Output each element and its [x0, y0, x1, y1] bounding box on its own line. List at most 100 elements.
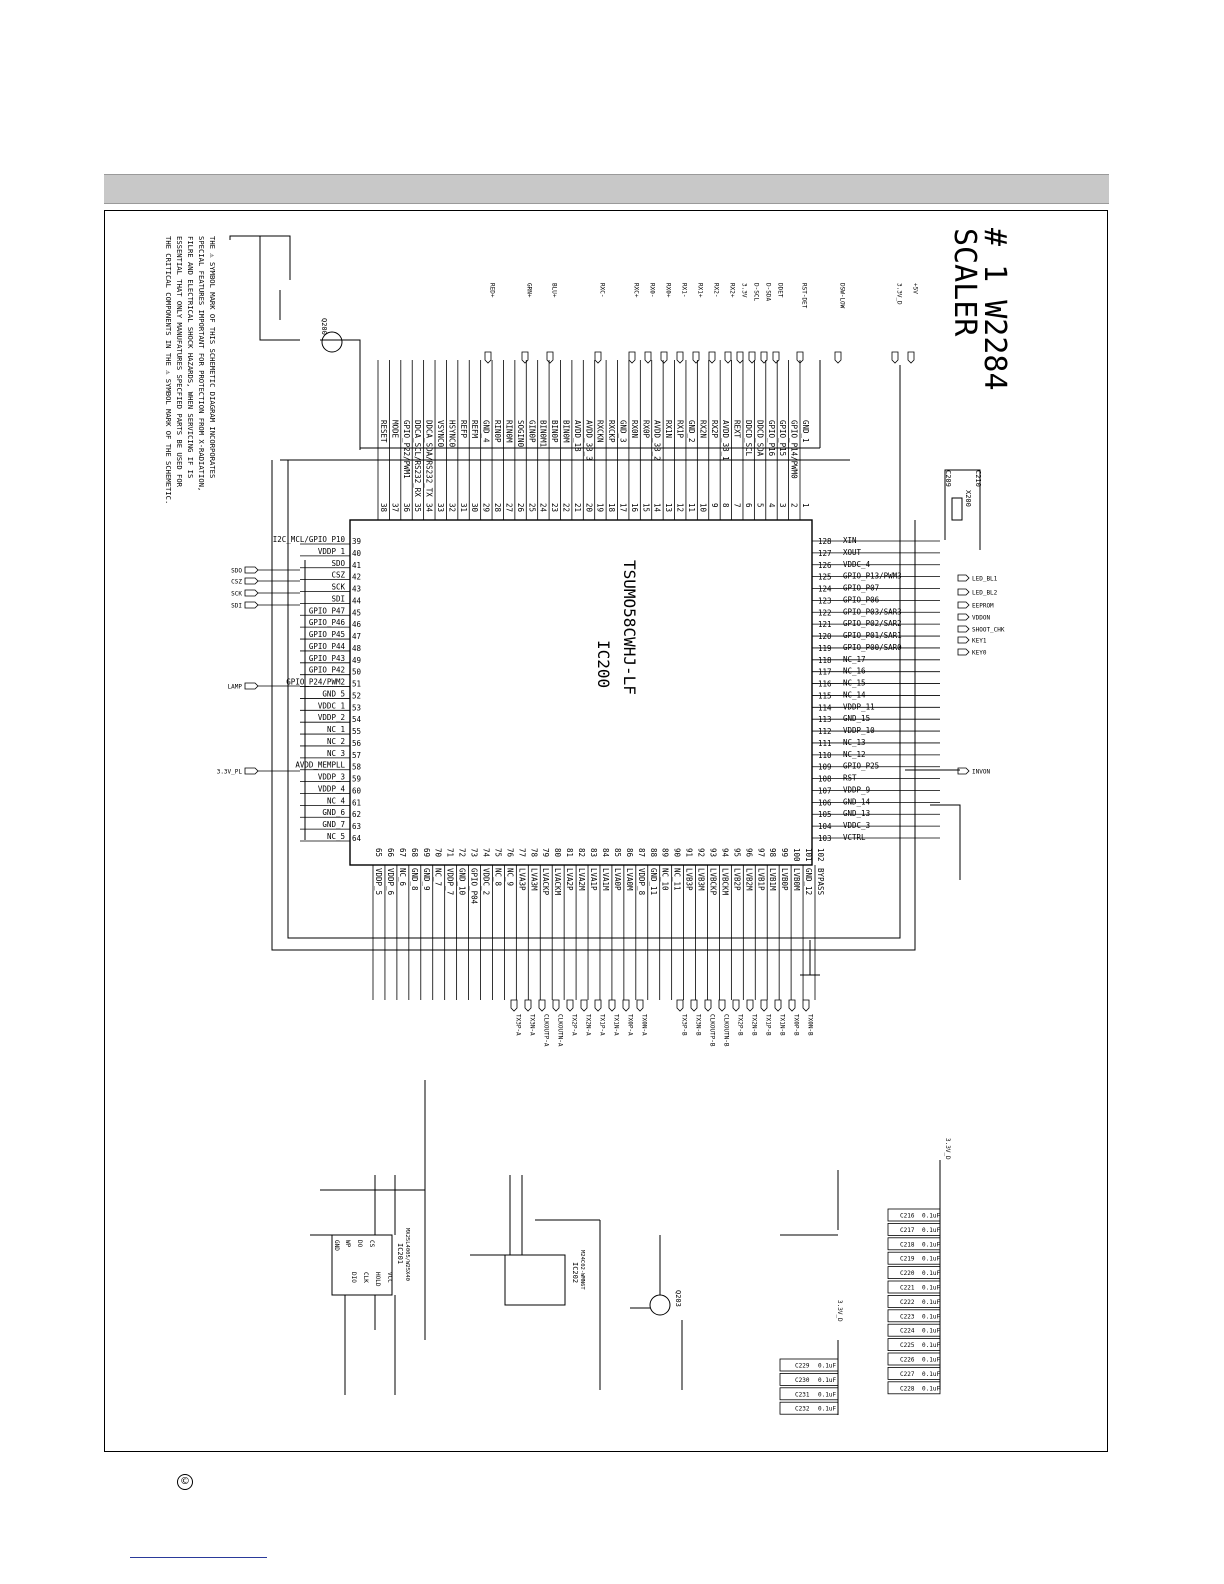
pin-number: 38: [379, 503, 388, 513]
signal-label-right: EEPROM: [972, 603, 994, 610]
pin-name: NC_5: [327, 832, 345, 841]
pin-number: 106: [818, 798, 832, 807]
signal-label-bottom: CLKOUTN-B: [723, 1014, 730, 1047]
pin-name: MODE: [390, 420, 399, 439]
flash-pin-label: WP: [344, 1240, 351, 1248]
signal-label-bottom: TX0P-A: [627, 1014, 634, 1036]
cap-value: 0.1uF: [922, 1213, 940, 1220]
ic200-pins-left: 39I2C_MCL/GPIO_P1040VDDP_141SDO42CSZ43SC…: [273, 535, 362, 843]
pin-number: 89: [661, 848, 670, 857]
pin-name: GPIO_P47: [309, 606, 345, 615]
pin-number: 60: [352, 786, 362, 795]
pin-number: 84: [601, 848, 610, 858]
pin-number: 115: [818, 691, 832, 700]
pin-number: 128: [818, 537, 832, 546]
pin-name: GND_5: [322, 689, 345, 698]
pin-name: AVDD_18: [573, 420, 582, 452]
pin-name: LVA3M: [529, 868, 538, 891]
pin-number: 40: [352, 549, 362, 558]
pin-number: 121: [818, 620, 832, 629]
pin-number: 54: [352, 715, 362, 724]
pin-number: 51: [352, 680, 361, 689]
pin-name: RX0N: [630, 420, 639, 438]
pin-number: 98: [768, 848, 777, 858]
rail-label-a: 3.3V_D: [944, 1138, 951, 1160]
pin-name: DDCA_SDA/RS232_TX: [425, 420, 434, 497]
signal-label-top: RED+: [489, 283, 496, 298]
pin-name: I2C_MCL/GPIO_P10: [273, 535, 346, 544]
safety-note-line: THE ⚠ SYMBOL MARK OF THIS SCHEMETIC DIAG…: [208, 236, 217, 478]
pin-name: VDDP_7: [446, 868, 455, 895]
pin-number: 18: [607, 503, 616, 513]
pin-name: REFP: [459, 420, 468, 439]
pin-number: 30: [470, 503, 479, 513]
pin-number: 22: [561, 503, 570, 512]
pin-number: 72: [458, 848, 467, 857]
schematic-subtitle: SCALER: [947, 228, 982, 337]
pin-name: NC_13: [843, 738, 866, 747]
cap-ref: C216: [900, 1213, 915, 1220]
pin-number: 46: [352, 620, 362, 629]
schematic-frame: [104, 210, 1108, 1452]
signal-label-left: SDI: [231, 603, 242, 610]
pin-name: LVB3P: [685, 868, 694, 891]
pin-number: 61: [352, 798, 361, 807]
signal-label-right: LED_BL2: [972, 590, 998, 597]
pin-number: 120: [818, 632, 832, 641]
pin-name: GPIO_P45: [309, 630, 345, 639]
pin-name: GPIO_P43: [309, 654, 345, 663]
pin-number: 59: [352, 775, 361, 784]
wiring: [229, 235, 981, 976]
pin-number: 50: [352, 668, 362, 677]
pin-number: 102: [816, 848, 825, 862]
signal-label-bottom: TX3N-B: [695, 1014, 702, 1036]
cap-value: 0.1uF: [922, 1299, 940, 1306]
pin-name: NC_16: [843, 667, 866, 676]
signal-label-top: DDET: [777, 283, 784, 298]
cap-ref: C232: [795, 1406, 810, 1413]
pin-number: 66: [386, 848, 395, 858]
pin-name: VDDP_8: [637, 868, 646, 896]
cap-ref: C229: [795, 1363, 810, 1370]
signal-label-top: RX1+: [697, 283, 704, 298]
pin-name: LVA0M: [625, 868, 634, 891]
pin-name: LVA2P: [565, 868, 574, 891]
signal-label-top: 3.3V: [741, 283, 748, 298]
svg-text:IC201: IC201: [396, 1243, 404, 1264]
transistor-q203: Q203: [630, 1235, 683, 1390]
pin-name: LVA1M: [601, 868, 610, 891]
pin-name: VDDP_11: [843, 702, 875, 711]
pin-name: VDDP_4: [318, 784, 346, 793]
signal-label-bottom: TX1P-B: [765, 1014, 772, 1036]
transistor-q200: Q200: [320, 318, 343, 353]
pin-number: 13: [664, 503, 673, 512]
pin-name: GPIO_P16: [767, 420, 776, 457]
signal-label-right: LED_BL1: [972, 576, 998, 583]
pin-number: 4: [767, 503, 776, 508]
pin-number: 101: [804, 848, 813, 862]
cap-value: 0.1uF: [922, 1270, 940, 1277]
signal-label-bottom: TX0N-A: [641, 1014, 648, 1036]
pin-name: GPIO_P06: [843, 595, 880, 604]
pin-number: 43: [352, 585, 361, 594]
pin-number: 15: [641, 503, 650, 512]
signal-label-right: INVON: [972, 769, 990, 776]
pin-name: GPIO_P14/PWM0: [790, 420, 799, 479]
pin-number: 108: [818, 775, 832, 784]
pin-name: HSYNC0: [447, 420, 456, 448]
pin-number: 27: [504, 503, 513, 512]
cap-value: 0.1uF: [818, 1363, 836, 1370]
pin-number: 93: [708, 848, 717, 857]
svg-text:IC202: IC202: [571, 1262, 579, 1283]
pin-name: GND_4: [482, 420, 491, 443]
signal-label-top: RX2+: [729, 283, 736, 298]
pin-number: 113: [818, 715, 832, 724]
pin-number: 8: [721, 503, 730, 508]
pin-number: 95: [732, 848, 741, 857]
pin-number: 28: [493, 503, 502, 513]
pin-number: 56: [352, 739, 362, 748]
pin-name: VCTRL: [843, 833, 866, 842]
signal-label-bottom: TX2N-B: [751, 1014, 758, 1036]
signal-label-right: KEY0: [972, 650, 987, 657]
